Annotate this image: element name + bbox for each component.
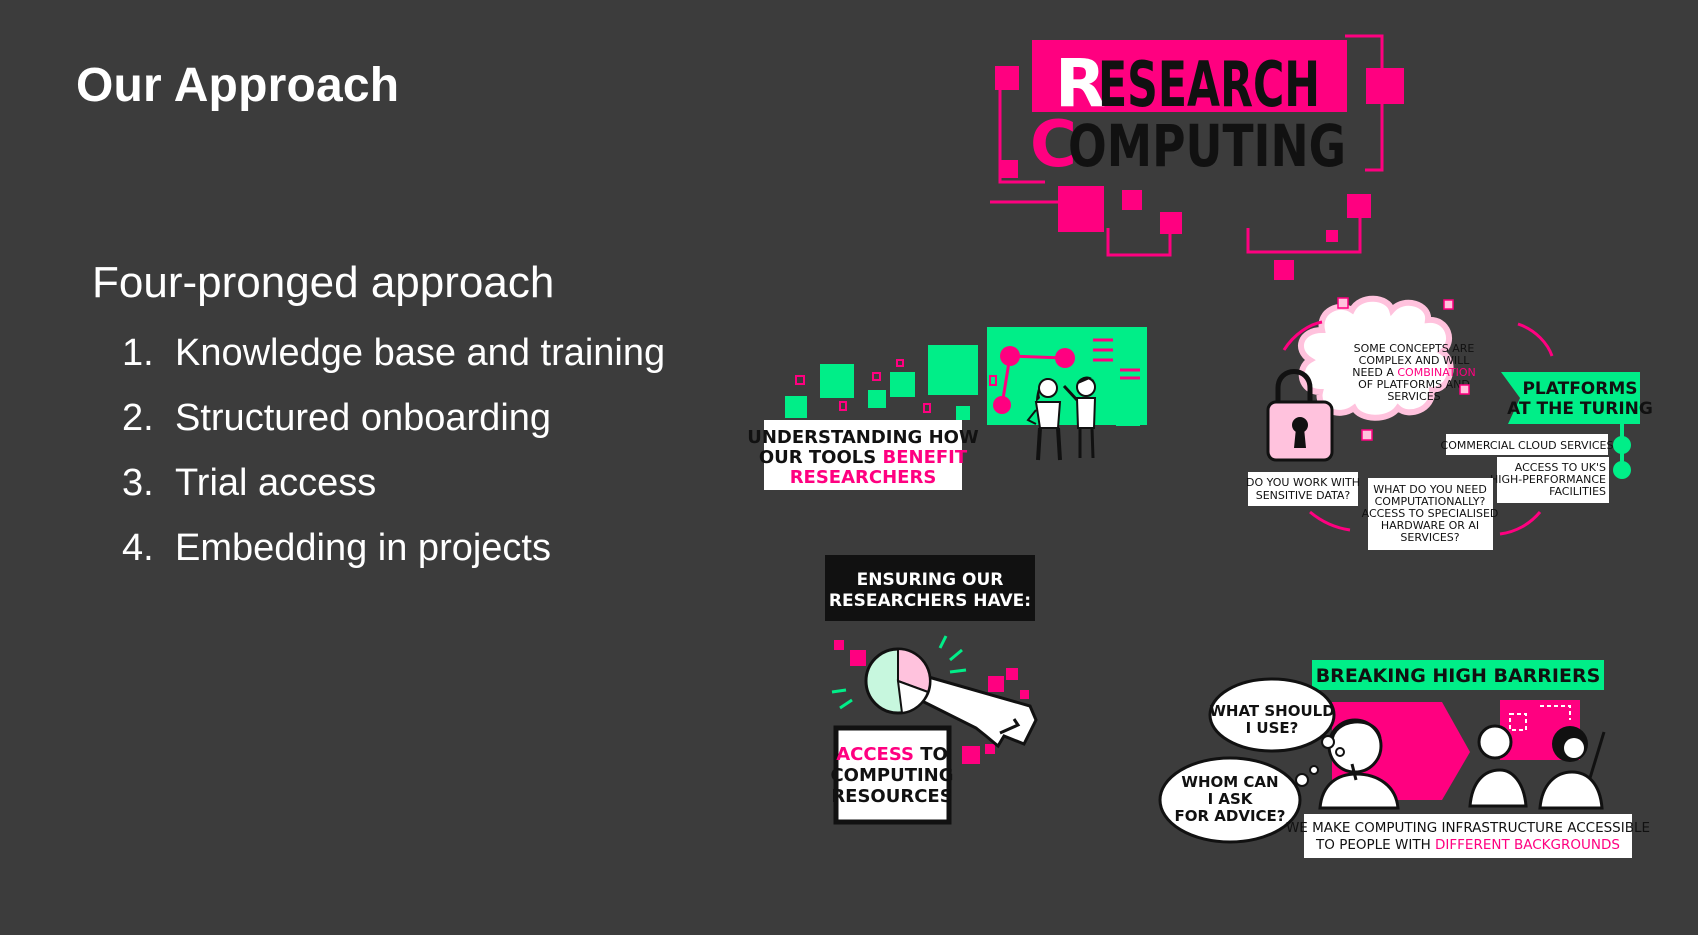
logo-c: C (1030, 108, 1077, 182)
logo-r: R (1055, 45, 1106, 122)
hpc-line-2: HIGH-PERFORMANCE (1490, 473, 1606, 486)
need-line-2: COMPUTATIONALLY? (1375, 495, 1486, 508)
commercial-cloud-label: COMMERCIAL CLOUD SERVICES (1441, 439, 1614, 452)
access-line-3: RESOURCES (831, 786, 952, 807)
need-line-1: WHAT DO YOU NEED (1373, 483, 1487, 496)
padlock-icon (1266, 369, 1334, 462)
hpc-line-1: ACCESS TO UK'S (1515, 461, 1606, 474)
barriers-panel: BREAKING HIGH BARRIERS WHAT SHOULD I USE… (1158, 660, 1650, 858)
understanding-line-2: OUR TOOLS BENEFIT (759, 447, 968, 468)
list-item: 3. Trial access (122, 462, 665, 527)
sensitive-line-1: DO YOU WORK WITH (1246, 476, 1360, 489)
need-line-4: HARDWARE OR AI (1381, 519, 1479, 532)
platforms-line-2: AT THE TURING (1507, 399, 1653, 419)
ensuring-line-1: ENSURING OUR (857, 570, 1004, 590)
need-line-3: ACCESS TO SPECIALISED (1362, 507, 1499, 520)
list-label: Embedding in projects (175, 527, 551, 569)
list-label: Trial access (175, 462, 377, 504)
what-use-line-2: I USE? (1246, 719, 1299, 737)
whom-ask-line-2: I ASK (1208, 790, 1254, 808)
hpc-line-3: FACILITIES (1549, 485, 1606, 498)
research-computing-logo: R ESEARCH C OMPUTING (990, 34, 1404, 280)
list-item: 2. Structured onboarding (122, 397, 665, 462)
concepts-line-3: NEED A COMBINATION (1352, 366, 1476, 379)
list-number: 4. (122, 527, 154, 569)
understanding-panel: UNDERSTANDING HOW OUR TOOLS BENEFIT RESE… (747, 327, 1147, 490)
platforms-line-1: PLATFORMS (1522, 379, 1637, 399)
access-line-2: COMPUTING (830, 765, 953, 786)
infra-line-2: TO PEOPLE WITH DIFFERENT BACKGROUNDS (1315, 837, 1620, 853)
section-subtitle: Four-pronged approach (92, 258, 555, 307)
breaking-barriers-heading: BREAKING HIGH BARRIERS (1316, 665, 1601, 687)
what-use-line-1: WHAT SHOULD (1209, 702, 1334, 720)
list-item: 1. Knowledge base and training (122, 332, 665, 397)
access-line-1: ACCESS TO (836, 744, 948, 765)
whom-ask-line-1: WHOM CAN (1181, 773, 1278, 791)
list-label: Structured onboarding (175, 397, 552, 439)
understanding-line-1: UNDERSTANDING HOW (747, 427, 979, 448)
logo-computing-rest: OMPUTING (1068, 112, 1346, 180)
concepts-line-2: COMPLEX AND WILL (1359, 354, 1471, 367)
understanding-line-3: RESEARCHERS (790, 467, 937, 488)
slide-title: Our Approach (76, 59, 400, 112)
list-number: 3. (122, 462, 154, 504)
concepts-line-4: OF PLATFORMS AND (1358, 378, 1470, 391)
list-number: 1. (122, 332, 154, 374)
sensitive-line-2: SENSITIVE DATA? (1256, 489, 1351, 502)
whom-ask-line-3: FOR ADVICE? (1175, 807, 1286, 825)
ensuring-line-2: RESEARCHERS HAVE: (829, 591, 1031, 611)
need-line-5: SERVICES? (1400, 531, 1459, 544)
list-item: 4. Embedding in projects (122, 527, 665, 592)
approach-list: 1. Knowledge base and training 2. Structur… (122, 332, 665, 592)
logo-research-rest: ESEARCH (1098, 48, 1320, 121)
list-label: Knowledge base and training (175, 332, 666, 374)
platforms-panel: SOME CONCEPTS ARE COMPLEX AND WILL NEED … (1246, 295, 1653, 550)
infra-line-1: WE MAKE COMPUTING INFRASTRUCTURE ACCESSI… (1286, 820, 1650, 836)
concepts-line-1: SOME CONCEPTS ARE (1354, 342, 1475, 355)
list-number: 2. (122, 397, 154, 439)
access-panel: ENSURING OUR RESEARCHERS HAVE: ACCESS TO… (825, 555, 1038, 825)
key-icon (864, 647, 1038, 749)
concepts-line-5: SERVICES (1387, 390, 1440, 403)
